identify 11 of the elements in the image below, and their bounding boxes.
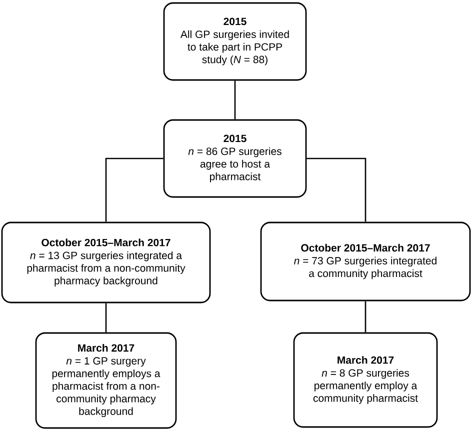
- process-box: October 2015–March 2017 n = 13 GP surgeries integrated a pharmacist from a non-community pharmacy background: [1, 222, 211, 304]
- connector-line: [105, 158, 164, 222]
- connector-line: [364, 301, 366, 332]
- connector-line: [105, 303, 107, 332]
- process-box: October 2015–March 2017 n = 73 GP surgeries integrated a community pharmacist: [260, 222, 471, 302]
- process-box: March 2017 n = 8 GP surgeries permanently employ a community pharmacist: [293, 332, 438, 428]
- connector-line: [234, 80, 236, 120]
- connector-line: [306, 158, 366, 222]
- process-box: 2015 All GP surgeries invited to take part in PCPP study (N = 88): [163, 2, 307, 81]
- process-box: 2015 n = 86 GP surgeries agree to host a pharmacist: [163, 119, 307, 198]
- process-box: March 2017 n = 1 GP surgery permanently employs a pharmacist from a non-community pharmacy background: [35, 332, 177, 429]
